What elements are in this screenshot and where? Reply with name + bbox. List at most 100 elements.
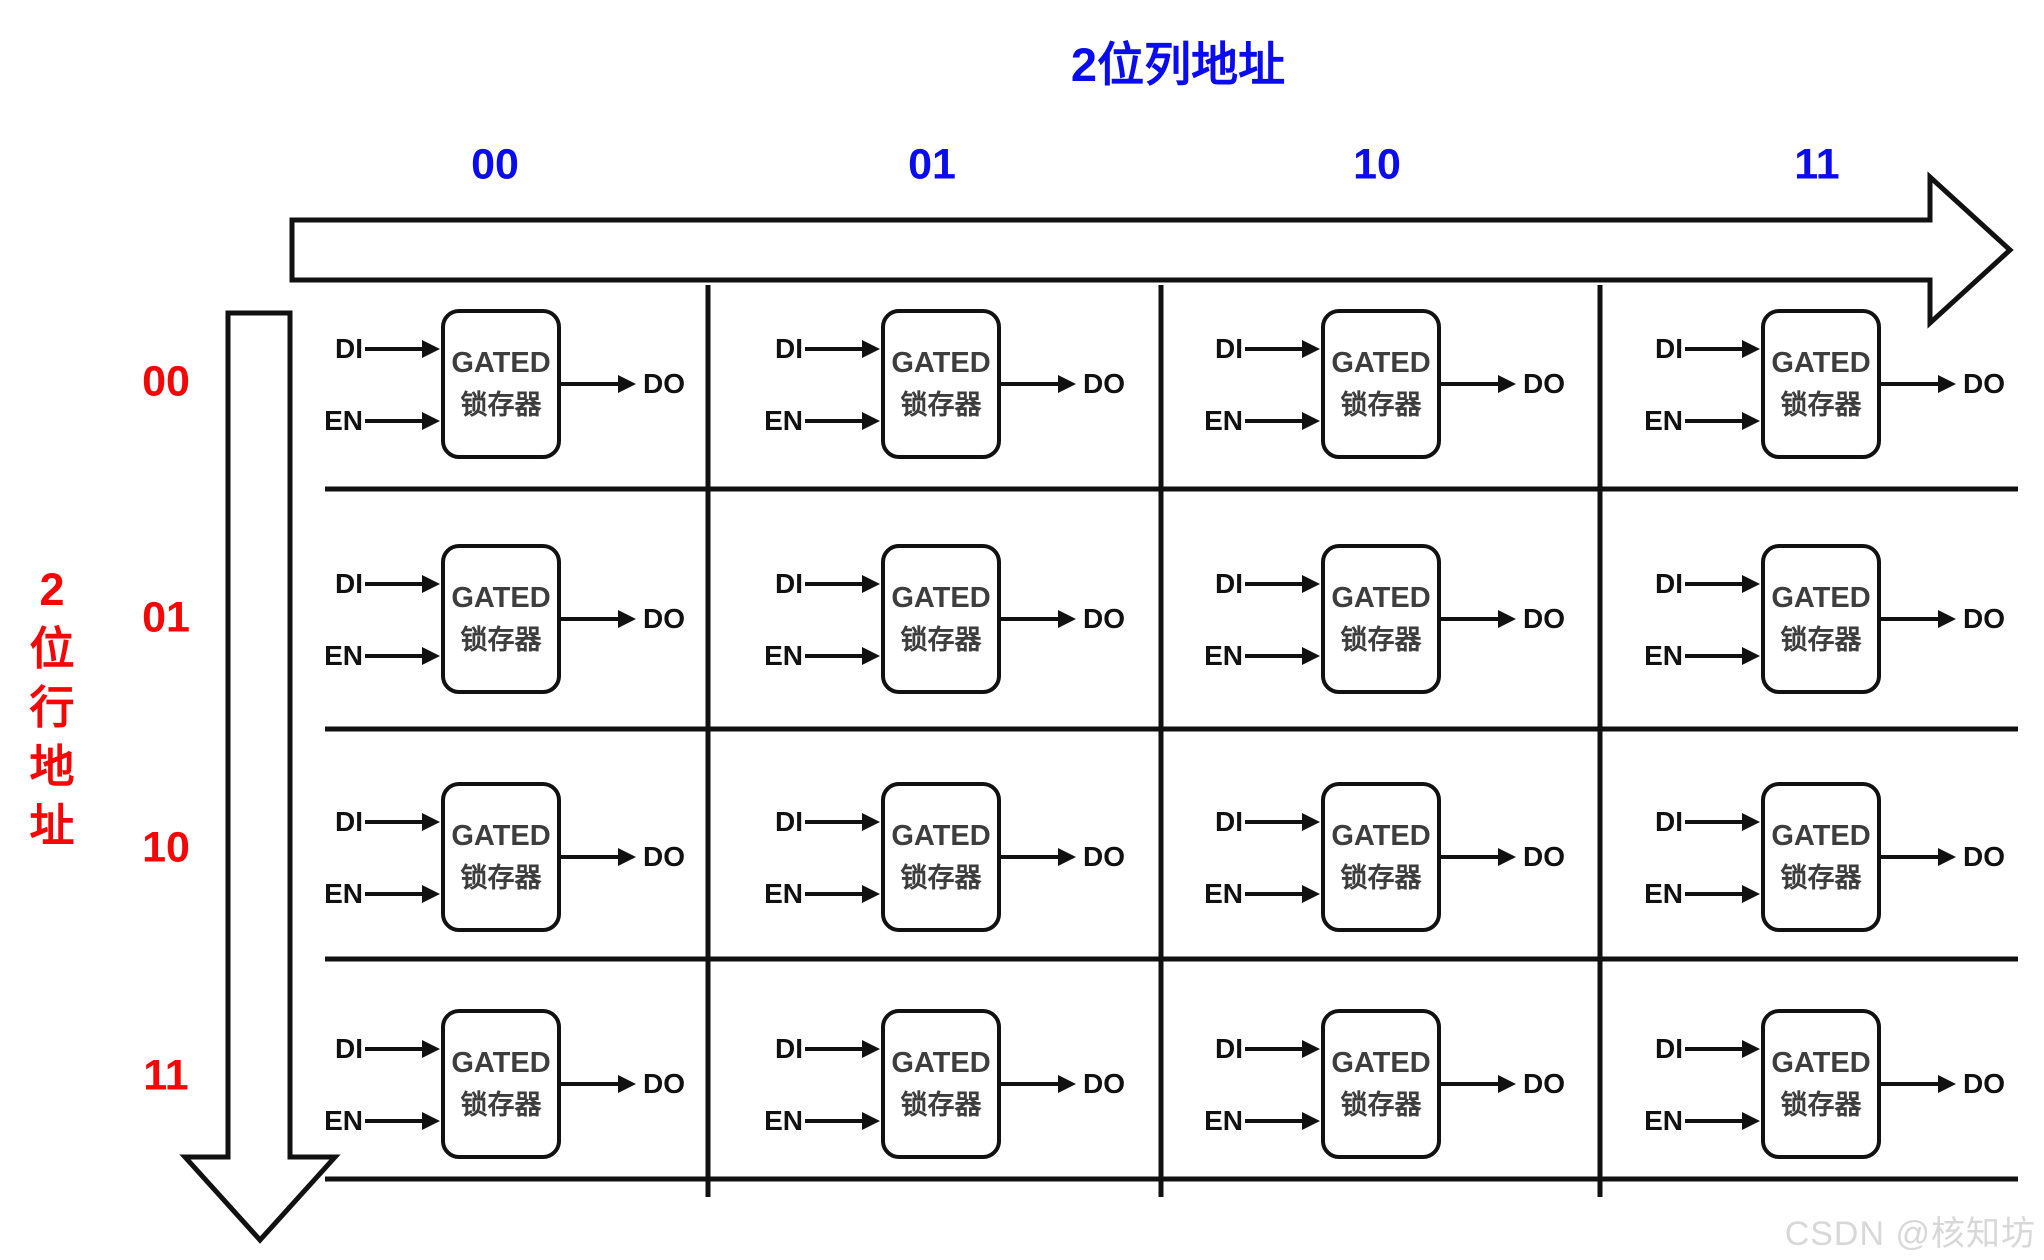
gated-latch-box-line1: GATED [1331, 819, 1431, 852]
gated-latch-box-line1: GATED [451, 346, 551, 379]
do-label: DO [1083, 603, 1125, 634]
di-arrow [1245, 1047, 1303, 1051]
di-label: DI [1655, 333, 1683, 364]
row-axis-title-char: 址 [29, 800, 75, 851]
gated-latch-box-line2: 锁存器 [1780, 624, 1862, 655]
en-arrow [365, 892, 423, 896]
en-label: EN [324, 405, 363, 436]
do-arrow [1001, 617, 1059, 621]
gated-latch-box-line2: 锁存器 [460, 624, 542, 655]
di-arrow [805, 582, 863, 586]
en-arrow [805, 419, 863, 423]
column-axis-title: 2位列地址 [1070, 38, 1286, 91]
gated-latch-box-line1: GATED [1331, 1046, 1431, 1079]
gated-latch-box-line1: GATED [1331, 346, 1431, 379]
gated-latch-box-line2: 锁存器 [900, 1089, 982, 1120]
row-label-11: 11 [143, 1051, 189, 1100]
row-axis-title: 2 位 行 地 址 [29, 560, 74, 855]
di-label: DI [1655, 1033, 1683, 1064]
di-arrow [1245, 347, 1303, 351]
do-arrow [1001, 1082, 1059, 1086]
do-label: DO [1963, 603, 2005, 634]
watermark: CSDN @核知坊 [1784, 1215, 2036, 1253]
row-axis-title-char: 2 [39, 564, 65, 615]
gated-latch-box: GATED 锁存器 [1761, 544, 1881, 694]
en-label: EN [1204, 878, 1243, 909]
gated-latch-box-line1: GATED [451, 819, 551, 852]
en-label: EN [1644, 640, 1683, 671]
gated-latch-box-line2: 锁存器 [1340, 624, 1422, 655]
di-label: DI [1215, 1033, 1243, 1064]
do-arrow [1881, 617, 1939, 621]
gated-latch-box-line2: 锁存器 [460, 1089, 542, 1120]
en-label: EN [324, 878, 363, 909]
do-label: DO [643, 1068, 685, 1099]
en-label: EN [1204, 1105, 1243, 1136]
gated-latch-box-line2: 锁存器 [1340, 1089, 1422, 1120]
gated-latch-box-line1: GATED [891, 346, 991, 379]
en-arrow [805, 1119, 863, 1123]
en-label: EN [1644, 878, 1683, 909]
di-label: DI [335, 1033, 363, 1064]
di-label: DI [335, 806, 363, 837]
en-arrow [1685, 419, 1743, 423]
gated-latch-box: GATED 锁存器 [441, 782, 561, 932]
gated-latch-box-line2: 锁存器 [900, 389, 982, 420]
latch-cell-r2c0: DI EN GATED 锁存器 DO [301, 782, 701, 932]
gated-latch-box: GATED 锁存器 [881, 309, 1001, 459]
do-arrow [1881, 1082, 1939, 1086]
gated-latch-box-line2: 锁存器 [1780, 1089, 1862, 1120]
gated-latch-box-line1: GATED [891, 819, 991, 852]
di-arrow [365, 347, 423, 351]
do-arrow [1441, 382, 1499, 386]
gated-latch-box-line2: 锁存器 [1780, 862, 1862, 893]
do-arrow [1441, 855, 1499, 859]
di-arrow [805, 820, 863, 824]
di-arrow [1685, 347, 1743, 351]
do-arrow [561, 382, 619, 386]
do-label: DO [1963, 368, 2005, 399]
di-arrow [365, 820, 423, 824]
column-label-01: 01 [908, 140, 956, 189]
do-arrow [1001, 382, 1059, 386]
do-label: DO [1083, 841, 1125, 872]
gated-latch-box-line2: 锁存器 [460, 862, 542, 893]
do-arrow [1001, 855, 1059, 859]
gated-latch-box-line1: GATED [1771, 346, 1871, 379]
row-label-10: 10 [142, 823, 190, 872]
row-axis-title-char: 位 [29, 623, 75, 674]
di-label: DI [1215, 568, 1243, 599]
do-label: DO [643, 841, 685, 872]
di-arrow [1245, 820, 1303, 824]
do-label: DO [1083, 368, 1125, 399]
en-label: EN [324, 1105, 363, 1136]
di-arrow [365, 1047, 423, 1051]
di-arrow [1685, 582, 1743, 586]
di-label: DI [775, 806, 803, 837]
di-label: DI [335, 333, 363, 364]
en-label: EN [1204, 405, 1243, 436]
di-label: DI [775, 333, 803, 364]
gated-latch-box-line1: GATED [451, 581, 551, 614]
di-arrow [805, 347, 863, 351]
di-label: DI [1215, 806, 1243, 837]
gated-latch-box-line1: GATED [1771, 581, 1871, 614]
en-arrow [365, 1119, 423, 1123]
di-label: DI [1215, 333, 1243, 364]
en-label: EN [764, 405, 803, 436]
